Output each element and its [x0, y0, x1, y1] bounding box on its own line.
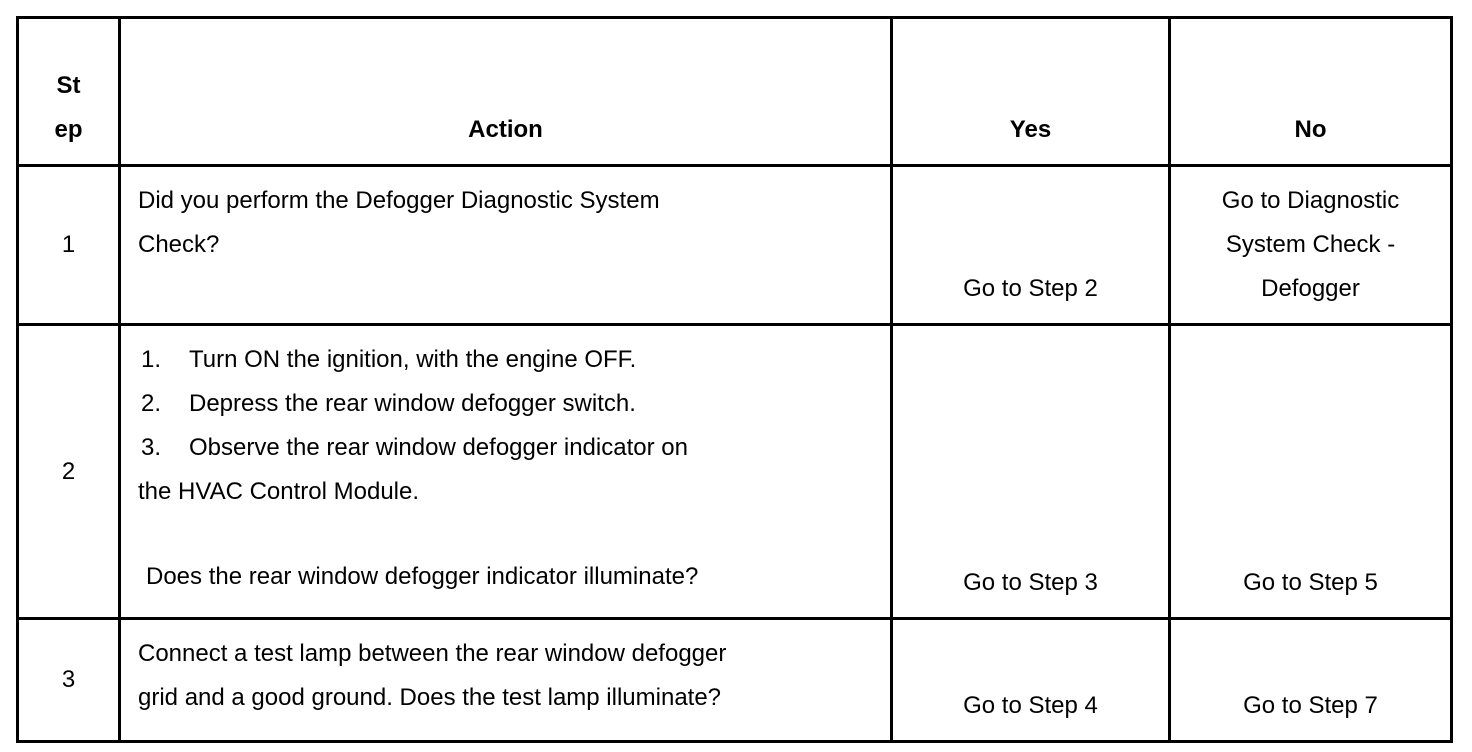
yes-cell: Go to Step 4 [890, 617, 1171, 743]
header-yes: Yes [890, 16, 1171, 167]
header-step-line2: ep [54, 116, 83, 143]
step-number: 2 [16, 323, 121, 620]
header-row: St ep Action Yes No [16, 16, 1453, 167]
step-number: 3 [16, 617, 121, 743]
instruction-text: Observe the rear window defogger indicat… [189, 434, 688, 461]
no-text-line: Defogger [1261, 275, 1360, 302]
instruction-number: 3. [141, 434, 162, 461]
instruction-number: 1. [141, 346, 162, 373]
step-number: 1 [16, 164, 121, 326]
no-text-line: System Check - [1225, 231, 1396, 258]
action-question: Does the rear window defogger indicator … [146, 563, 699, 590]
no-cell: Go to Diagnostic System Check - Defogger [1168, 164, 1453, 326]
diagnostic-table: St ep Action Yes No 1 Did you perform th… [16, 16, 1453, 743]
no-text-line: Go to Diagnostic [1221, 187, 1400, 214]
action-cell: Connect a test lamp between the rear win… [118, 617, 893, 743]
table-row: 2 1. Turn ON the ignition, with the engin… [16, 323, 1453, 620]
action-text-line: Connect a test lamp between the rear win… [138, 640, 727, 667]
instruction-text: Turn ON the ignition, with the engine OF… [189, 346, 637, 373]
instruction-item: 1. Turn ON the ignition, with the engine … [138, 338, 880, 382]
yes-cell: Go to Step 2 [890, 164, 1171, 326]
yes-cell: Go to Step 3 [890, 323, 1171, 620]
table-row: 3 Connect a test lamp between the rear w… [16, 617, 1453, 743]
table-row: 1 Did you perform the Defogger Diagnosti… [16, 164, 1453, 326]
header-no: No [1168, 16, 1453, 167]
action-text-line: Check? [138, 231, 220, 258]
action-cell: Did you perform the Defogger Diagnostic … [118, 164, 893, 326]
header-step: St ep [16, 16, 121, 167]
instruction-list: 1. Turn ON the ignition, with the engine … [138, 338, 880, 470]
instruction-number: 2. [141, 390, 162, 417]
action-text-line: Did you perform the Defogger Diagnostic … [138, 187, 660, 214]
instruction-item: 2. Depress the rear window defogger switc… [138, 382, 880, 426]
action-cell: 1. Turn ON the ignition, with the engine … [118, 323, 893, 620]
header-step-line1: St [56, 72, 81, 99]
action-text-line: grid and a good ground. Does the test la… [138, 684, 722, 711]
instruction-item: 3. Observe the rear window defogger indic… [138, 426, 880, 470]
instruction-continuation: the HVAC Control Module. [138, 478, 420, 505]
no-cell: Go to Step 7 [1168, 617, 1453, 743]
header-action: Action [118, 16, 893, 167]
no-cell: Go to Step 5 [1168, 323, 1453, 620]
instruction-text: Depress the rear window defogger switch. [189, 390, 636, 417]
